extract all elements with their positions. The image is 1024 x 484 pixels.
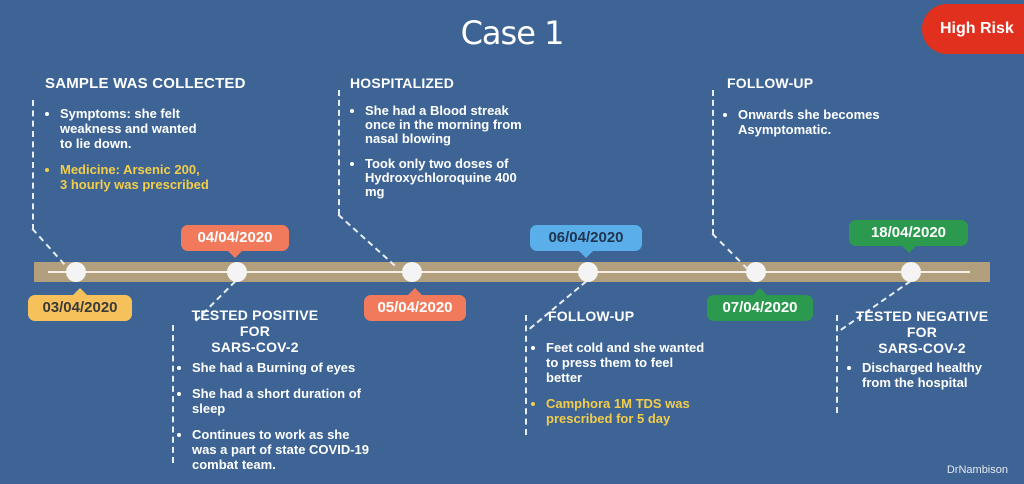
connector-3	[338, 90, 340, 215]
list-item: Took only two doses of Hydroxychloroquin…	[365, 157, 525, 199]
event-followup2-heading: FOLLOW-UP	[727, 75, 814, 91]
list-item: Medicine: Arsenic 200, 3 hourly was pres…	[60, 162, 210, 192]
date-badge-2: 04/04/2020	[181, 225, 289, 258]
list-item: Continues to work as she was a part of s…	[192, 427, 377, 472]
event-followup1-heading: FOLLOW-UP	[548, 308, 635, 324]
connector-4	[525, 315, 527, 435]
timeline-line	[48, 271, 970, 273]
heading-line: TESTED POSITIVE FOR	[191, 307, 319, 339]
heading-line: SARS-COV-2	[878, 340, 966, 356]
risk-badge: High Risk	[922, 4, 1024, 54]
page-title: Case 1	[460, 14, 565, 52]
timeline-node-4	[578, 262, 598, 282]
timeline-node-2	[227, 262, 247, 282]
list-item: She had a short duration of sleep	[192, 386, 377, 416]
event-sample-list: Symptoms: she felt weakness and wanted t…	[44, 106, 210, 203]
list-item: Feet cold and she wanted to press them t…	[546, 340, 706, 385]
connector-3-diag	[337, 214, 396, 267]
connector-2	[172, 325, 174, 463]
list-item: Discharged healthy from the hospital	[862, 360, 1002, 390]
date-badge-5: 07/04/2020	[707, 288, 813, 321]
list-item: Onwards she becomes Asymptomatic.	[738, 107, 923, 137]
timeline-node-5	[746, 262, 766, 282]
timeline-node-6	[901, 262, 921, 282]
list-item: Camphora 1M TDS was prescribed for 5 day	[546, 396, 706, 426]
credit-label: DrNambison	[946, 464, 1008, 476]
heading-line: SARS-COV-2	[211, 339, 299, 355]
event-hospitalized-list: She had a Blood streak once in the morni…	[349, 104, 525, 210]
event-negative-heading: TESTED NEGATIVE FOR SARS-COV-2	[843, 308, 1001, 356]
date-badge-4: 06/04/2020	[530, 225, 642, 258]
event-sample-heading: SAMPLE WAS COLLECTED	[45, 75, 246, 92]
connector-6	[836, 315, 838, 413]
event-negative-list: Discharged healthy from the hospital	[846, 360, 1002, 401]
list-item: She had a Blood streak once in the morni…	[365, 104, 525, 146]
list-item: She had a Burning of eyes	[192, 360, 377, 375]
date-badge-6: 18/04/2020	[849, 220, 968, 253]
event-hospitalized-heading: HOSPITALIZED	[350, 75, 455, 91]
event-positive-heading: TESTED POSITIVE FOR SARS-COV-2	[180, 307, 330, 355]
date-badge-3: 05/04/2020	[364, 288, 466, 321]
timeline-node-1	[66, 262, 86, 282]
date-badge-1: 03/04/2020	[28, 288, 132, 321]
heading-line: TESTED NEGATIVE FOR	[855, 308, 989, 340]
event-followup2-list: Onwards she becomes Asymptomatic.	[722, 107, 923, 148]
connector-1	[32, 100, 34, 230]
timeline-node-3	[402, 262, 422, 282]
event-positive-list: She had a Burning of eyes She had a shor…	[176, 360, 377, 483]
connector-1-diag	[31, 228, 66, 266]
connector-5	[712, 90, 714, 235]
list-item: Symptoms: she felt weakness and wanted t…	[60, 106, 210, 151]
event-followup1-list: Feet cold and she wanted to press them t…	[530, 340, 706, 437]
